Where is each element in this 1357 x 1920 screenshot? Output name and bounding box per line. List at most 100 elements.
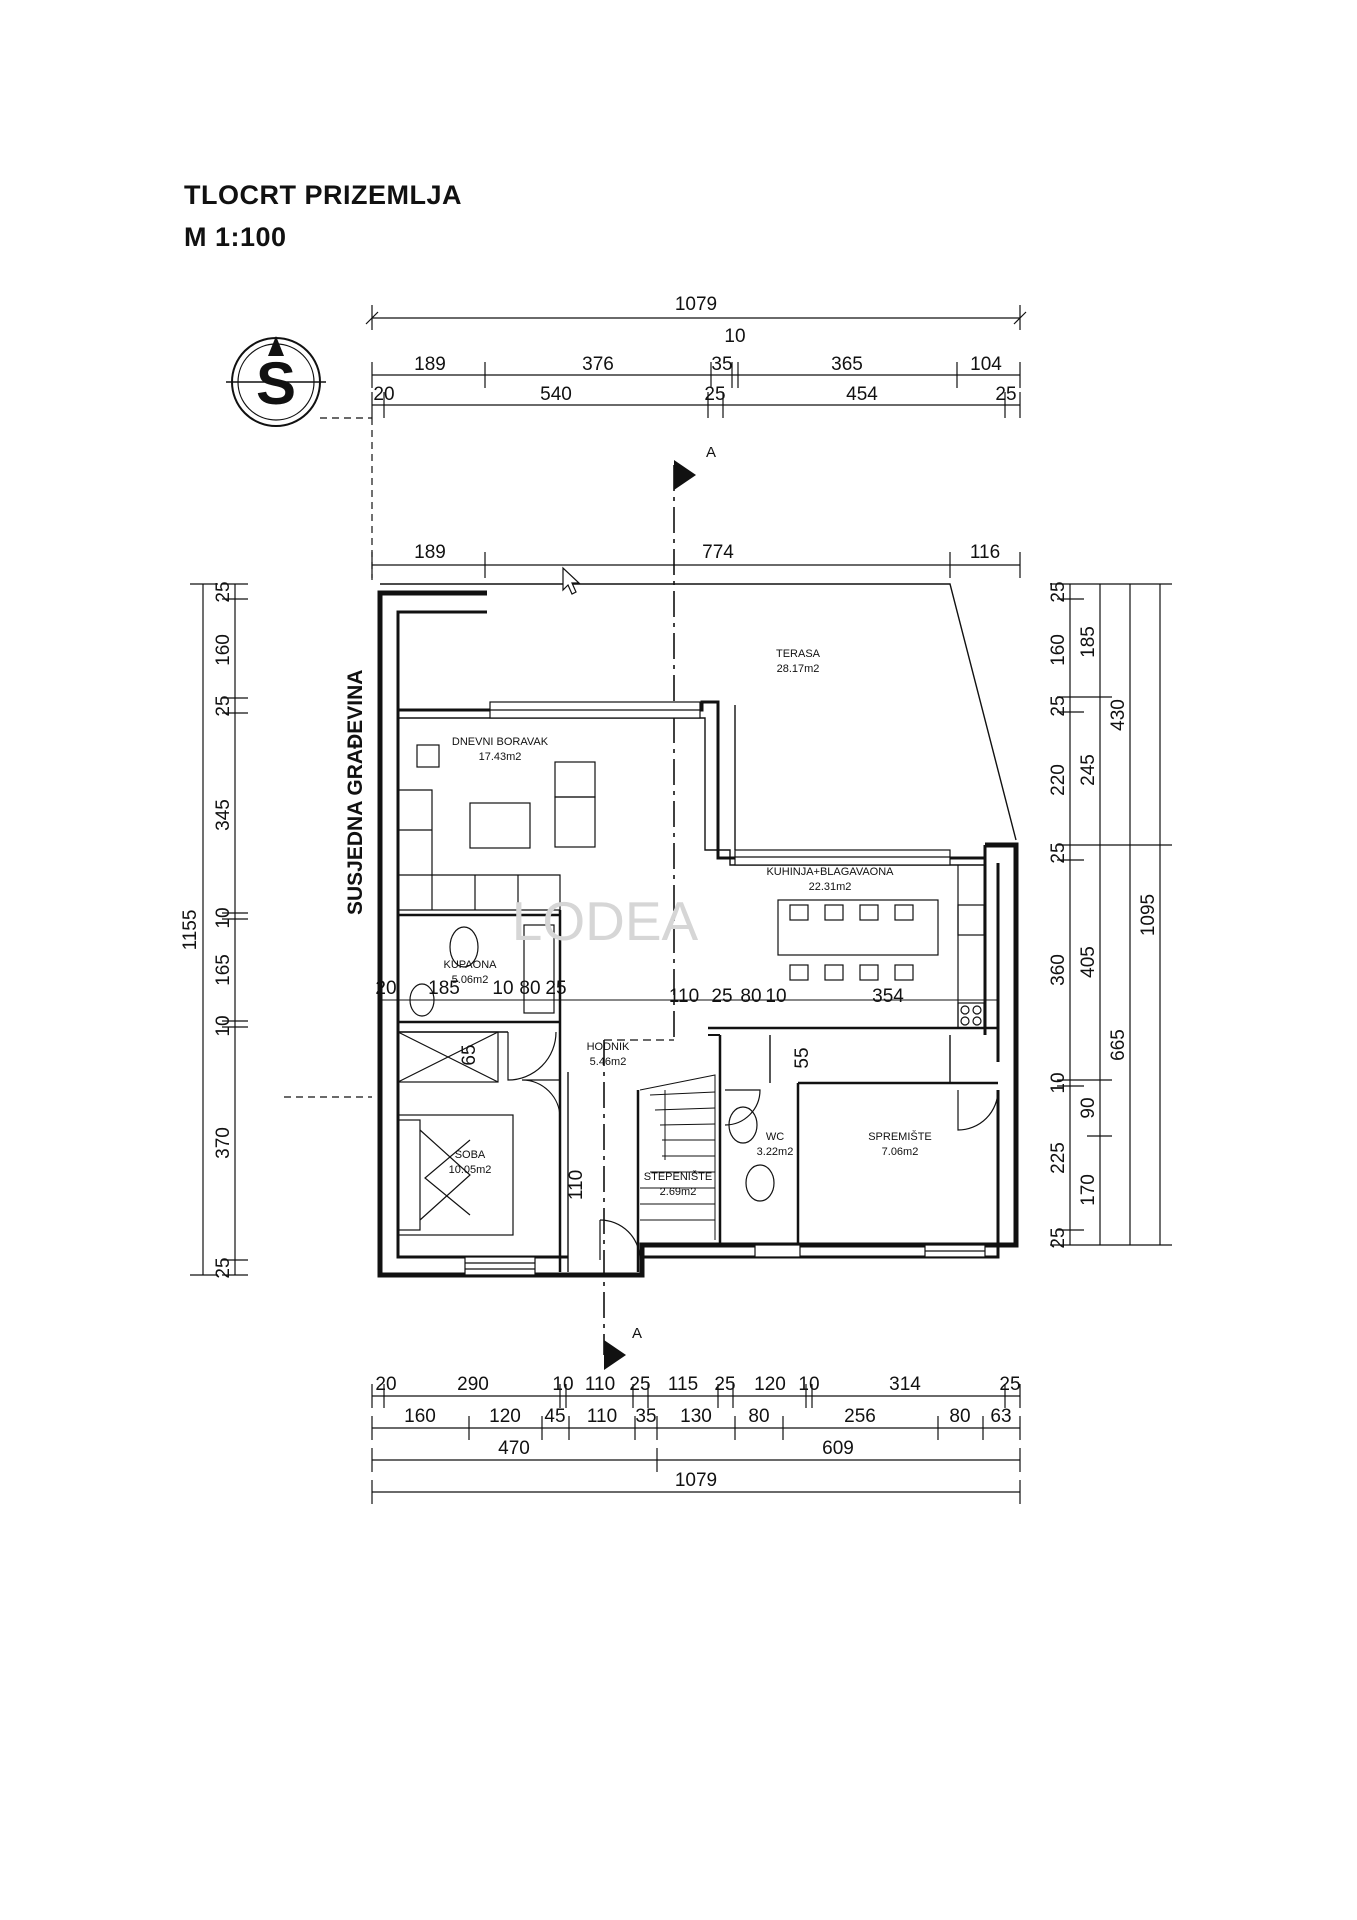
dim-bot2-6: 130 xyxy=(680,1406,712,1427)
dim-right-1: 25 xyxy=(1048,581,1069,602)
dim-top-2: 376 xyxy=(582,354,614,375)
sink-icon xyxy=(957,904,985,936)
dim-int-2: 185 xyxy=(428,978,460,999)
dim-top-5: 365 xyxy=(831,354,863,375)
dim-bot2-1: 160 xyxy=(404,1406,436,1427)
compass-icon: S xyxy=(226,336,326,427)
dim-bot3-1: 470 xyxy=(498,1438,530,1459)
room-kupaona-area: 5.06m2 xyxy=(452,974,489,986)
dim-terrace-3: 116 xyxy=(970,542,1000,563)
dim-terrace-1: 189 xyxy=(414,542,446,563)
drawing-scale: M 1:100 xyxy=(184,222,287,252)
bathtub-sink-icon xyxy=(449,926,479,968)
dim-int-6: 110 xyxy=(669,986,699,1007)
room-kupaona-name: KUPAONA xyxy=(444,959,498,971)
room-terasa-name: TERASA xyxy=(776,648,821,660)
dim-right-outer-2: 665 xyxy=(1108,1029,1129,1061)
dim-bot1-11: 25 xyxy=(999,1374,1020,1395)
drawing-title: TLOCRT PRIZEMLJA xyxy=(184,180,462,210)
right-dimensions xyxy=(1050,583,1172,1246)
dim-int-4: 80 xyxy=(519,978,540,999)
dim-bot1-10: 314 xyxy=(889,1374,921,1395)
windows xyxy=(464,701,986,1276)
dim-left-3: 25 xyxy=(213,695,234,716)
dim-bot2-8: 256 xyxy=(844,1406,876,1427)
shower-icon xyxy=(397,1031,499,1083)
dim-bot2-2: 120 xyxy=(489,1406,521,1427)
dim-bot2-5: 35 xyxy=(635,1406,656,1427)
dim-bot1-5: 25 xyxy=(629,1374,650,1395)
dim-int-1: 20 xyxy=(375,978,396,999)
dim-right-mid-4: 90 xyxy=(1078,1097,1099,1118)
dim-left-6: 165 xyxy=(213,954,234,986)
cooktop-icon xyxy=(957,1002,985,1029)
dim-bot1-8: 120 xyxy=(754,1374,786,1395)
dim-int-10: 354 xyxy=(872,986,904,1007)
dim-bot2-10: 63 xyxy=(990,1406,1011,1427)
dim-top-6: 104 xyxy=(970,354,1002,375)
dim-top2-3: 25 xyxy=(704,384,725,405)
room-hodnik-name: HODNIK xyxy=(587,1041,630,1053)
dim-bottom-total: 1079 xyxy=(675,1470,717,1491)
dim-right-8: 225 xyxy=(1048,1142,1069,1174)
dim-bot2-9: 80 xyxy=(949,1406,970,1427)
dim-left-8: 370 xyxy=(213,1127,234,1159)
dim-right-7: 10 xyxy=(1048,1072,1069,1093)
dim-bot1-1: 20 xyxy=(375,1374,396,1395)
dim-int-8: 80 xyxy=(740,986,761,1007)
dim-top-3: 35 xyxy=(711,354,732,375)
dim-bot3-2: 609 xyxy=(822,1438,854,1459)
wc-sink-icon xyxy=(728,1106,758,1144)
dim-top2-5: 25 xyxy=(995,384,1016,405)
dim-left-7: 10 xyxy=(213,1015,234,1036)
dim-bot2-4: 110 xyxy=(587,1406,617,1427)
dim-bot1-3: 10 xyxy=(552,1374,573,1395)
dim-int-small-2: 55 xyxy=(792,1047,813,1068)
dim-right-mid-3: 405 xyxy=(1078,946,1099,978)
dining-table-icon xyxy=(777,899,939,956)
armchair-icon xyxy=(416,744,440,768)
dim-int-7: 25 xyxy=(711,986,732,1007)
room-soba-area: 10.05m2 xyxy=(449,1164,492,1176)
dim-bot1-9: 10 xyxy=(798,1374,819,1395)
coffee-table-icon xyxy=(469,802,531,849)
dim-right-mid-2: 245 xyxy=(1078,754,1099,786)
compass-letter: S xyxy=(256,350,296,417)
room-stepeniste-name: STEPENIŠTE xyxy=(644,1170,712,1183)
dim-top-total: 1079 xyxy=(675,294,717,315)
dim-top-4: 10 xyxy=(724,326,745,347)
section-arrow-top-icon xyxy=(674,460,696,490)
watermark: LODEA xyxy=(512,890,699,952)
dim-int-5: 25 xyxy=(545,978,566,999)
dim-right-2: 160 xyxy=(1048,634,1069,666)
dim-int-small-1: 65 xyxy=(459,1044,480,1065)
section-line-a: A A xyxy=(603,444,716,1370)
dim-int-small-3: 110 xyxy=(566,1170,587,1200)
room-spremiste-area: 7.06m2 xyxy=(882,1146,919,1158)
section-arrow-bottom-icon xyxy=(604,1340,626,1370)
dim-right-outer-1: 430 xyxy=(1108,699,1129,731)
mouse-cursor-icon xyxy=(562,566,581,595)
room-dnevni-name: DNEVNI BORAVAK xyxy=(452,736,549,748)
dim-right-6: 360 xyxy=(1048,954,1069,986)
staircase xyxy=(639,1074,716,1240)
room-stepeniste-area: 2.69m2 xyxy=(660,1186,697,1198)
wc-toilet-icon xyxy=(745,1164,775,1202)
room-kuhinja-name: KUHINJA+BLAGAVAONA xyxy=(766,866,894,878)
neighbor-building-label: SUSJEDNA GRAĐEVINA xyxy=(344,670,367,915)
side-table-icon xyxy=(554,761,596,798)
dim-right-5: 25 xyxy=(1048,842,1069,863)
dim-right-mid-1: 185 xyxy=(1078,626,1099,658)
dim-top2-2: 540 xyxy=(540,384,572,405)
dim-int-9: 10 xyxy=(765,986,786,1007)
top-dimensions xyxy=(365,305,1027,578)
dim-left-2: 160 xyxy=(213,634,234,666)
dim-terrace-2: 774 xyxy=(702,542,734,563)
room-wc-area: 3.22m2 xyxy=(757,1146,794,1158)
dim-right-3: 25 xyxy=(1048,695,1069,716)
section-label-top: A xyxy=(706,444,716,461)
dim-top2-4: 454 xyxy=(846,384,878,405)
dim-right-mid-5: 170 xyxy=(1078,1174,1099,1206)
dim-left-4: 345 xyxy=(213,799,234,831)
